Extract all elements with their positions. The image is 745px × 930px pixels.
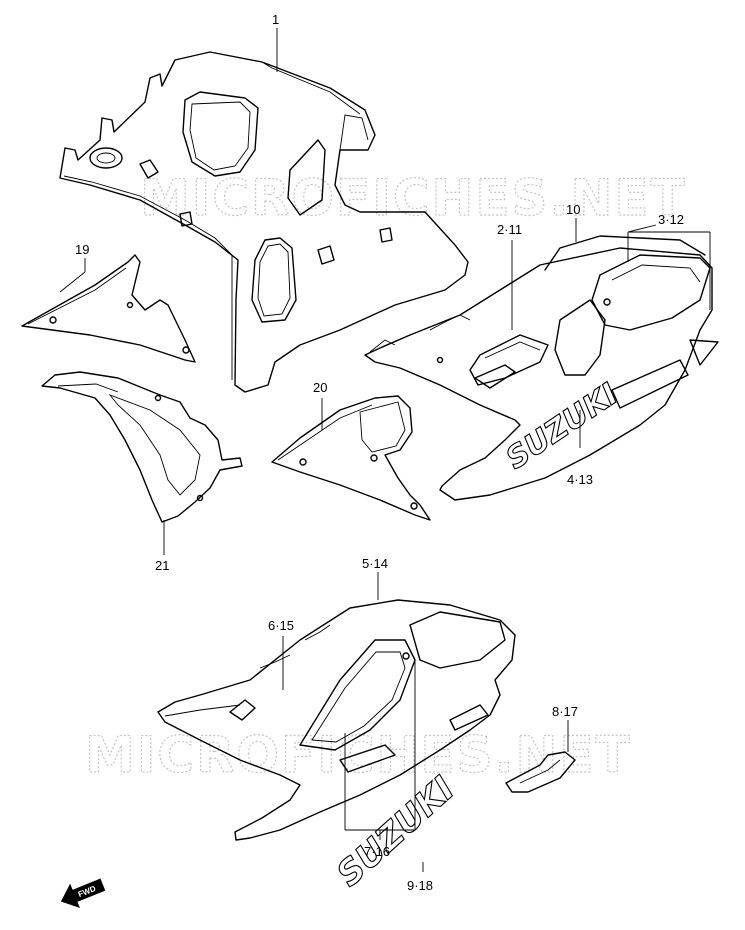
callout-2-11: 2·11 <box>497 222 522 237</box>
brand-decal-bottom: SUZUKI <box>329 769 462 895</box>
part-10-under-cowling-upper <box>364 235 719 501</box>
part-8-decal <box>505 751 576 793</box>
part-1-upper-fairing <box>59 51 469 393</box>
part-21-lower-cowl <box>41 371 243 523</box>
part-20-inner-panel <box>271 395 431 521</box>
callout-4-13: 4·13 <box>567 472 593 487</box>
leader-lines <box>59 28 711 872</box>
callout-6-15: 6·15 <box>268 618 294 633</box>
callout-7-16: 7·16 <box>364 844 390 859</box>
callout-10: 10 <box>566 202 580 217</box>
callout-20: 20 <box>313 380 327 395</box>
callout-9-18: 9·18 <box>407 878 433 893</box>
watermark-top: MICROFICHES.NET <box>140 169 687 227</box>
part-19-side-panel <box>21 254 196 363</box>
callout-21: 21 <box>155 558 169 573</box>
callout-1: 1 <box>272 12 279 27</box>
callout-19: 19 <box>75 242 89 257</box>
callout-labels: 1 19 21 20 2·11 10 3·12 4·13 5·14 6·15 8… <box>75 12 684 893</box>
part-5-under-cowling-lower <box>157 599 516 841</box>
fwd-arrow: FWD <box>60 878 106 908</box>
callout-8-17: 8·17 <box>552 704 578 719</box>
callout-5-14: 5·14 <box>362 556 388 571</box>
callout-3-12: 3·12 <box>658 212 684 227</box>
watermark-bottom: MICROFICHES.NET <box>85 726 632 784</box>
